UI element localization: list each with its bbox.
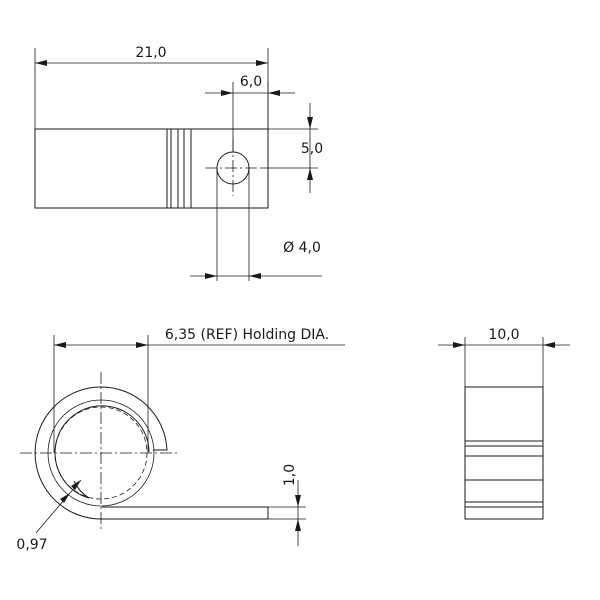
side-outline: [464, 386, 544, 520]
strip-thickness-label: 1,0: [282, 464, 298, 486]
top-view: 21,0 6,0 5,0 Ø 4,0: [34, 45, 323, 281]
front-view: 6,35 (REF) Holding DIA. 1,0 0,97: [16, 327, 345, 553]
wire-gauge-label: 0,97: [16, 537, 47, 553]
block-outline: [190, 128, 269, 209]
side-view: 10,0: [438, 327, 570, 520]
block-length-label: 6,0: [240, 74, 262, 90]
leader-line: [35, 479, 82, 534]
clip-outer-loop: [34, 386, 168, 520]
overall-length-label: 21,0: [135, 45, 166, 61]
side-width-label: 10,0: [488, 327, 519, 343]
block-height-label: 5,0: [301, 141, 323, 157]
holding-diameter-label: 6,35 (REF) Holding DIA.: [165, 327, 329, 343]
body-outline: [34, 128, 192, 209]
hole-diameter-label: Ø 4,0: [283, 240, 321, 256]
